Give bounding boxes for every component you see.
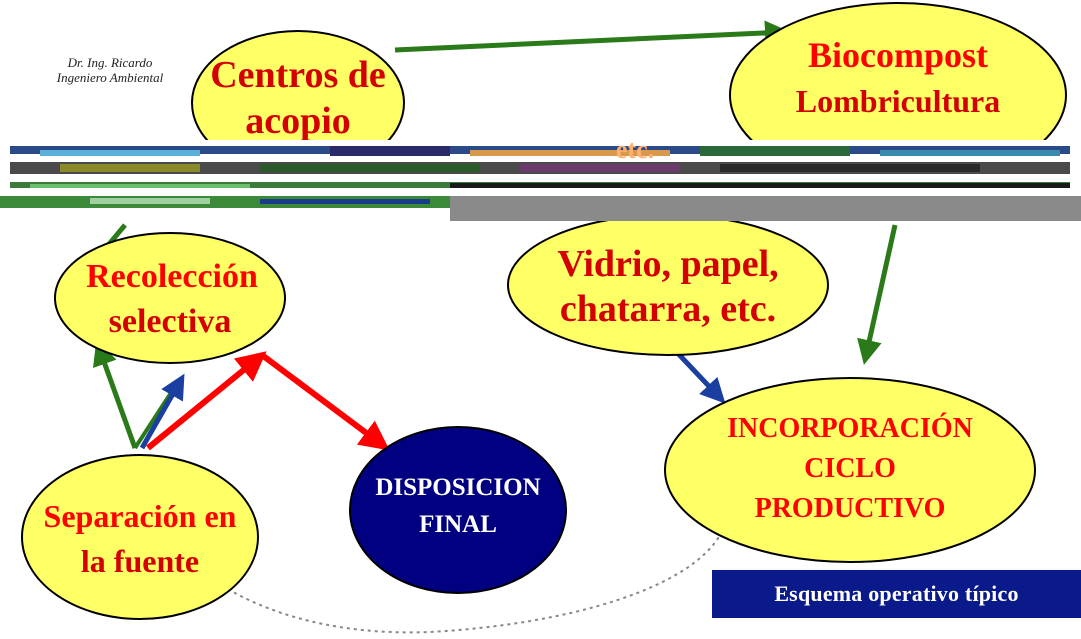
recoleccion-label-line2: selectiva — [109, 303, 232, 340]
corrupted-band — [0, 140, 1081, 221]
return-loop-line — [199, 524, 726, 634]
vidrio-label-line1: Vidrio, papel, — [557, 243, 778, 285]
caption-banner: Esquema operativo típico — [712, 570, 1081, 618]
recoleccion-label-line1: Recolección — [86, 258, 258, 295]
centros-label-line2: acopio — [245, 100, 351, 142]
stamp-line1: Dr. Ing. Ricardo — [67, 55, 153, 70]
arrow-separacion-to-recoleccion-red — [146, 351, 267, 451]
author-stamp: Dr. Ing. Ricardo Ingeniero Ambiental — [20, 55, 200, 85]
disposicion-label-line1: DISPOSICION — [375, 474, 540, 501]
separacion-label-line2: la fuente — [81, 543, 199, 579]
arrow-separacion-to-recoleccion-green — [92, 340, 138, 449]
node-disposicion-ellipse — [349, 426, 567, 594]
disposicion-label-line2: FINAL — [419, 511, 497, 538]
separacion-label-line1: Separación en — [44, 498, 237, 534]
centros-label-line1: Centros de — [210, 54, 386, 96]
stamp-line2: Ingeniero Ambiental — [56, 70, 164, 85]
incorporacion-label-line1: INCORPORACIÓN — [727, 413, 973, 444]
node-incorporacion-ellipse — [664, 377, 1036, 563]
incorporacion-label-line2: CICLO — [804, 453, 896, 484]
arrow-centros-to-biocompost — [394, 20, 790, 53]
arrow-separacion-to-recoleccion-blue — [139, 373, 185, 450]
arrow-biocompost-to-incorporacion — [857, 224, 898, 365]
biocompost-label-line2: Lombricultura — [796, 83, 1000, 119]
node-separacion-ellipse — [21, 454, 259, 620]
vidrio-label-line2: chatarra, etc. — [560, 288, 776, 330]
node-recoleccion-ellipse — [54, 232, 286, 364]
arrow-recoleccion-to-disposicion-red — [260, 352, 390, 451]
biocompost-label-line1: Biocompost — [808, 35, 988, 75]
node-vidrio-ellipse — [507, 214, 829, 356]
corrupted-fragment-text: etc. — [616, 135, 654, 164]
incorporacion-label-line3: PRODUCTIVO — [755, 493, 946, 524]
